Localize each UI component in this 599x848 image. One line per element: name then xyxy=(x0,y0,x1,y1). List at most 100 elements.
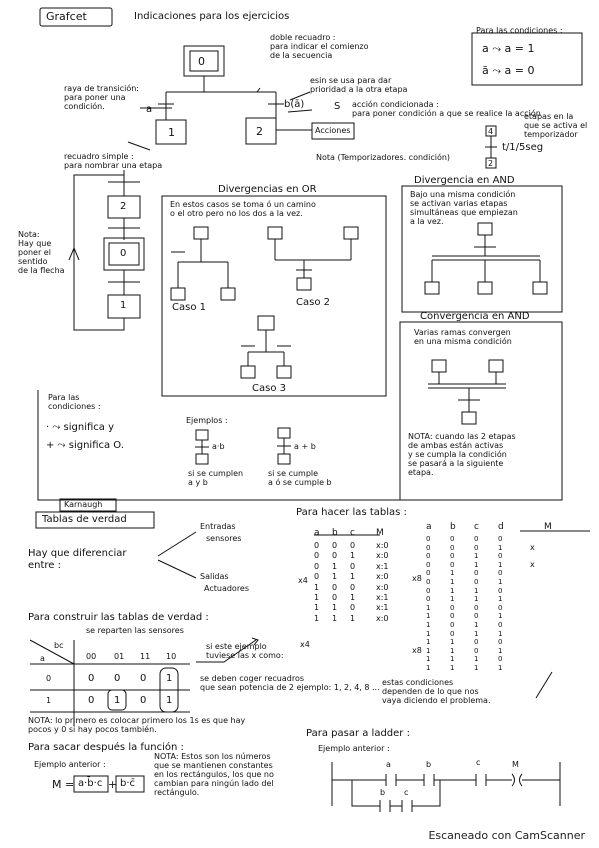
examples-title: Ejemplos : xyxy=(186,416,228,425)
th: M xyxy=(376,528,384,538)
table4-note: estas condiciones dependen de lo que nos… xyxy=(382,678,491,705)
cell: 1 xyxy=(450,569,455,578)
cell: 0 xyxy=(426,595,431,604)
and-box xyxy=(401,185,563,313)
loop-arrow xyxy=(68,246,80,261)
simple-step-note: recuadro simple : para nombrar una etapa xyxy=(64,152,163,170)
cell: 1 xyxy=(350,572,356,582)
cell: 0 xyxy=(314,572,320,582)
truth-title-box xyxy=(35,511,155,529)
loop-step0: 0 xyxy=(120,248,127,259)
cell: 1 xyxy=(498,646,503,655)
cell: 0 xyxy=(474,603,479,612)
cell: 0 xyxy=(498,535,503,543)
function-note: NOTA: Estos son los números que se manti… xyxy=(154,752,274,797)
cell: 0 xyxy=(332,592,338,602)
cell: 0 xyxy=(350,541,356,550)
ladder-lines xyxy=(331,762,561,807)
cell: 1 xyxy=(314,592,320,602)
cell: 0 xyxy=(450,543,455,552)
th: b xyxy=(332,528,338,538)
and-desc: Bajo una misma condición se activan vari… xyxy=(410,190,518,226)
cell: 1 xyxy=(426,646,431,655)
step1-box xyxy=(155,119,187,145)
cell: 1 xyxy=(474,620,479,629)
table4-mark-1: x xyxy=(530,543,535,552)
kmap-cell: 1 xyxy=(166,695,173,706)
ladder-c: c xyxy=(476,758,481,767)
cell: 1 xyxy=(426,620,431,629)
or-desc: En estos casos se toma ó un camino o el … xyxy=(170,200,316,218)
item2-text: Para hacer las tablas : xyxy=(296,507,407,518)
cell: x:0 xyxy=(376,541,389,550)
th: b xyxy=(450,522,456,532)
x8-label: x8 xyxy=(412,574,422,583)
cell: 0 xyxy=(426,543,431,552)
conv-desc: Varias ramas convergen en una misma cond… xyxy=(414,328,512,346)
conditions-box xyxy=(471,32,583,86)
th: M xyxy=(544,522,552,532)
cell: x:1 xyxy=(376,603,389,613)
cell: 0 xyxy=(498,620,503,629)
conditions-title: Para las condiciones : xyxy=(476,26,563,35)
condition-a: a xyxy=(146,104,153,115)
or-case1: Caso 1 xyxy=(172,302,206,313)
or-c3-lines xyxy=(241,330,291,366)
loop-step1: 1 xyxy=(120,300,127,311)
conditions-line2: ā ⤳ a = 0 xyxy=(482,64,535,77)
cell: 0 xyxy=(498,655,503,664)
kmap-col0: 00 xyxy=(86,652,97,661)
example1-text: si se cumplen a y b xyxy=(188,469,244,487)
cell: 1 xyxy=(332,561,338,571)
kmap-group1 xyxy=(159,667,179,713)
cell: 0 xyxy=(474,638,479,647)
table4-mark-2: x xyxy=(530,560,535,569)
th: a xyxy=(426,522,432,532)
kmap-cell: 0 xyxy=(140,695,147,706)
cell: x:0 xyxy=(376,582,389,592)
action-note: acción condicionada : para poner condici… xyxy=(352,100,541,118)
outputs-label: Salidas xyxy=(200,572,229,581)
cell: 1 xyxy=(474,595,479,604)
cell: 0 xyxy=(426,586,431,595)
function-example: Ejemplo anterior : xyxy=(34,760,106,769)
or-c1-lines xyxy=(171,239,229,288)
kmap-cell: 0 xyxy=(88,695,95,706)
priority-note: esin se usa para dar prioridad a la otra… xyxy=(310,76,408,94)
cell: 1 xyxy=(350,592,356,602)
kmap-cell: 0 xyxy=(88,673,95,684)
cell: 1 xyxy=(498,629,503,638)
cell: 0 xyxy=(350,603,356,613)
item4-text: Para sacar después la función : xyxy=(28,742,184,753)
cell: 1 xyxy=(498,663,503,672)
ladder-c2: c xyxy=(404,788,409,797)
th: d xyxy=(498,522,504,532)
example1-cond: a·b xyxy=(212,442,225,451)
cell: 0 xyxy=(426,552,431,561)
meaning-plus: + ⤳ significa O. xyxy=(46,440,124,451)
cell: 1 xyxy=(474,655,479,664)
s-label: S xyxy=(334,101,341,112)
formula-plus: + xyxy=(108,778,118,791)
cell: 0 xyxy=(314,541,320,550)
cell: 0 xyxy=(350,561,356,571)
kmap-group2 xyxy=(107,689,127,711)
loop-step2: 2 xyxy=(120,201,127,212)
temp-step2: 2 xyxy=(488,159,494,168)
ladder-coil xyxy=(511,773,523,787)
kmap-col3: 10 xyxy=(166,652,177,661)
cell: 1 xyxy=(474,560,479,569)
cell: 0 xyxy=(450,603,455,612)
sensors-label: sensores xyxy=(206,534,242,543)
cell: 1 xyxy=(474,663,479,672)
x4-label-2: x4 xyxy=(300,640,310,649)
cell: 0 xyxy=(450,620,455,629)
initial-step-label: 0 xyxy=(198,55,205,68)
